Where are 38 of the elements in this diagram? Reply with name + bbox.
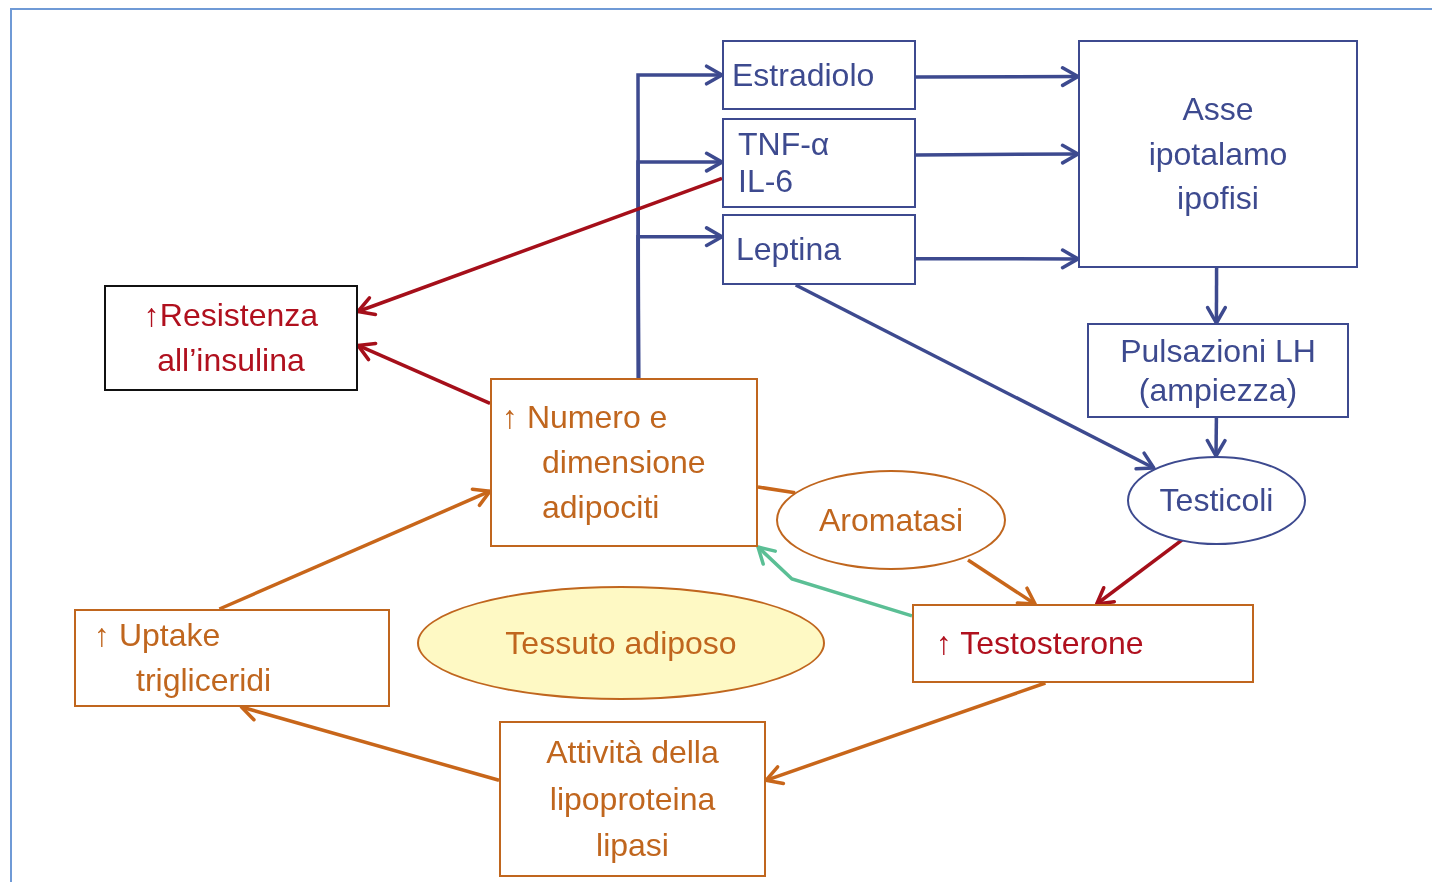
node-label: ↑ Uptake trigliceridi (93, 616, 273, 700)
arrow (794, 283, 1156, 471)
arrow (356, 341, 491, 405)
arrow (967, 558, 1037, 606)
node-label: Asse ipotalamo ipofisi (1147, 89, 1289, 219)
arrow (916, 66, 1080, 88)
process-box (1078, 40, 1358, 268)
arrow (916, 248, 1080, 270)
node-label: Estradiolo (731, 55, 875, 95)
node-label: Testicoli (1159, 481, 1274, 521)
process-box (74, 609, 390, 707)
arrow (356, 176, 723, 317)
node-label: ↑Resistenza all’insulina (142, 296, 320, 380)
node-label: Pulsazioni LH (ampiezza) (1119, 332, 1317, 409)
process-box (722, 40, 916, 110)
node-label: ↑ Testosterone (935, 624, 1144, 664)
process-box (499, 721, 766, 877)
arrow (1205, 418, 1227, 458)
process-box (1087, 323, 1349, 418)
process-box (722, 118, 916, 208)
arrow (218, 487, 492, 611)
process-box (104, 285, 358, 391)
process-box (912, 604, 1254, 683)
arrow (916, 143, 1080, 165)
node-label: Attività della lipoproteina lipasi (545, 733, 720, 866)
node-label: Aromatasi (818, 500, 963, 540)
arrow (764, 681, 1046, 786)
arrow (1094, 538, 1184, 606)
arrow (1205, 268, 1227, 325)
node-label: Leptina (735, 230, 841, 270)
connector-line (757, 485, 796, 495)
process-box (722, 214, 916, 285)
node-label: Tessuto adiposo (505, 623, 737, 663)
process-box (490, 378, 758, 547)
node-label: ↑ Numero e dimensione adipociti (501, 398, 707, 527)
arrow (636, 226, 724, 378)
node-label: TNF-α IL-6 (737, 126, 831, 200)
arrow (756, 545, 913, 618)
